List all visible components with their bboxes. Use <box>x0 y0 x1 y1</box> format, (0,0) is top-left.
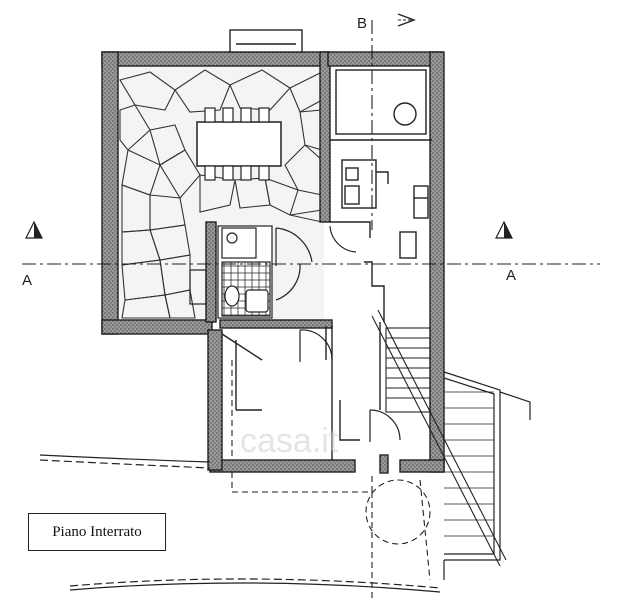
section-b-label: B <box>357 15 368 32</box>
small-bathroom <box>189 225 273 319</box>
bath-room <box>330 69 432 259</box>
partitions <box>221 221 385 460</box>
section-markers <box>25 13 513 239</box>
dining-table <box>196 121 282 167</box>
window-top <box>229 29 303 53</box>
plan-title-box: Piano Interrato <box>28 513 166 551</box>
watermark: casa.it <box>240 422 339 460</box>
dashed-outlines <box>231 360 431 600</box>
external-ramp <box>443 371 531 580</box>
staircase <box>371 309 507 567</box>
section-a-right-label: A <box>506 267 517 284</box>
section-a-left-label: A <box>22 272 33 289</box>
section-lines <box>22 20 600 265</box>
outdoor-curves <box>39 454 441 593</box>
plan-title: Piano Interrato <box>52 523 142 540</box>
